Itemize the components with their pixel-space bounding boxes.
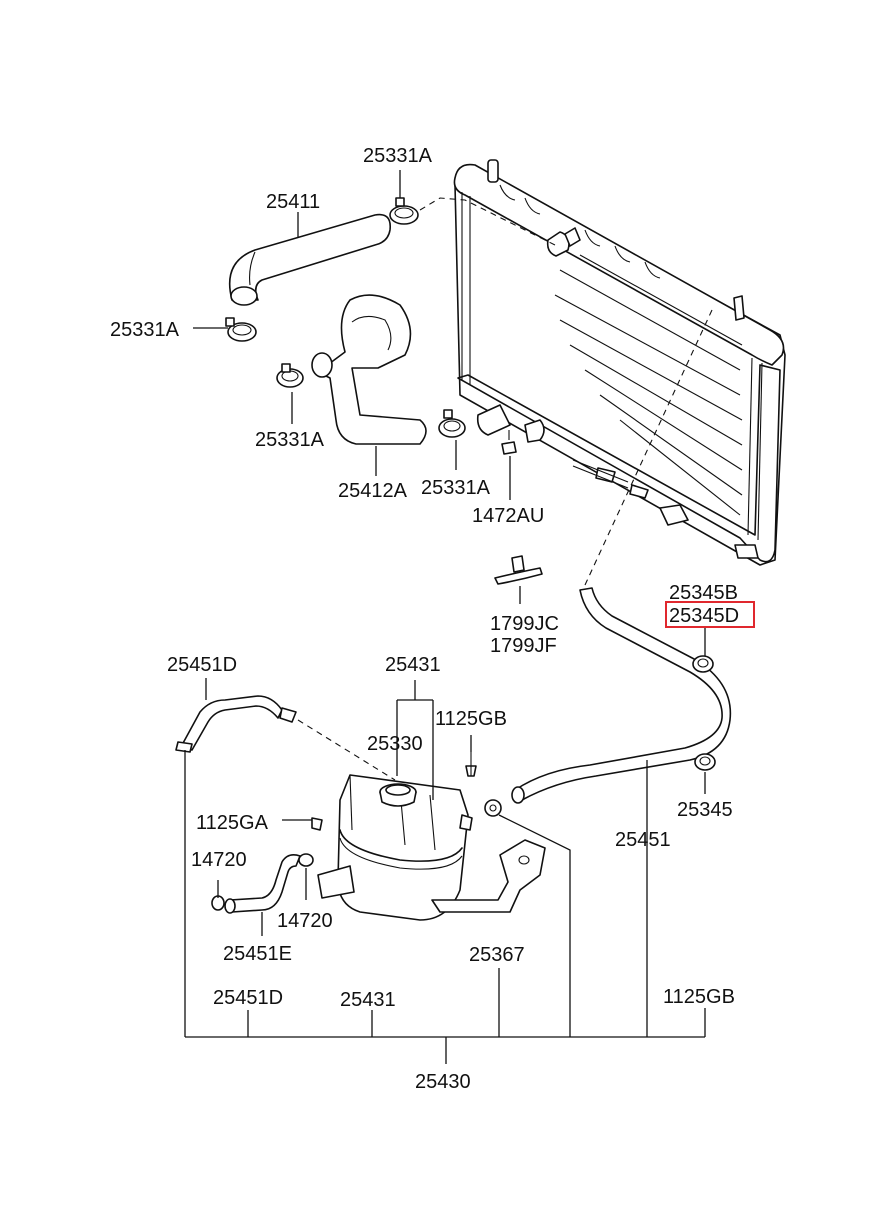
label-lower-hose: 25412A <box>338 480 408 502</box>
clamp-icon <box>694 753 716 771</box>
reservoir <box>317 774 546 921</box>
label-clip-b: 1799JF <box>490 635 557 657</box>
bolt-ga-icon <box>311 817 323 831</box>
label-reservoir: 25431 <box>385 654 441 676</box>
label-cap: 25330 <box>367 733 423 755</box>
clamp-lower-icon <box>438 409 466 438</box>
label-clamp: 25345 <box>677 799 733 821</box>
label-clamp-left: 25331A <box>110 319 180 341</box>
label-bracket: 25367 <box>469 944 525 966</box>
clamp-top-icon <box>389 197 419 225</box>
grommet-icon <box>484 799 502 817</box>
label-clamp-mid: 25331A <box>255 429 325 451</box>
label-tree-hose-d: 25451D <box>213 987 283 1009</box>
filler-neck <box>487 159 499 183</box>
clamp-mid-icon <box>276 363 304 388</box>
label-upper-hose: 25411 <box>266 191 320 213</box>
assembly-tree <box>184 750 706 1064</box>
hose-d <box>175 695 297 753</box>
label-clamp-top: 25331A <box>363 145 433 167</box>
label-overflow-hose: 25451 <box>615 829 671 851</box>
label-hose-e: 25451E <box>223 943 292 965</box>
clip-icon <box>494 555 543 585</box>
small-hose-e <box>224 854 301 914</box>
drain-plug-icon <box>501 430 517 455</box>
cap-icon <box>379 783 417 807</box>
tank-ridges <box>499 184 661 279</box>
label-bolt-ga: 1125GA <box>196 812 269 834</box>
label-tree-bolt: 1125GB <box>663 986 735 1008</box>
label-clamp-d: 25345D <box>669 605 739 627</box>
hose-clamp-2-icon <box>298 853 314 867</box>
lower-hose <box>311 294 427 445</box>
lower-outlet <box>476 404 511 436</box>
label-hose-d: 25451D <box>167 654 237 676</box>
bolt-gb-icon <box>465 752 477 777</box>
clamp-d-icon <box>692 655 714 673</box>
upper-hose <box>228 213 392 306</box>
label-drain-plug: 1472AU <box>472 505 544 527</box>
bracket-icon <box>431 839 546 913</box>
highlight-box <box>665 601 755 628</box>
label-clamp-lower: 25331A <box>421 477 491 499</box>
clamp-left-icon <box>225 317 257 342</box>
drain-fitting <box>659 504 689 526</box>
label-hose-clamp-1: 14720 <box>191 849 247 871</box>
label-tree-reservoir: 25431 <box>340 989 396 1011</box>
radiator-fins <box>554 254 743 516</box>
label-bolt-gb: 1125GB <box>435 708 507 730</box>
overflow-nipple <box>733 295 745 321</box>
radiator <box>453 159 786 566</box>
hose-clamp-1-icon <box>211 895 225 911</box>
label-assembly: 25430 <box>415 1071 471 1093</box>
label-hose-clamp-2: 14720 <box>277 910 333 932</box>
label-clip-a: 1799JC <box>490 613 559 635</box>
label-clamp-b: 25345B <box>669 582 738 604</box>
